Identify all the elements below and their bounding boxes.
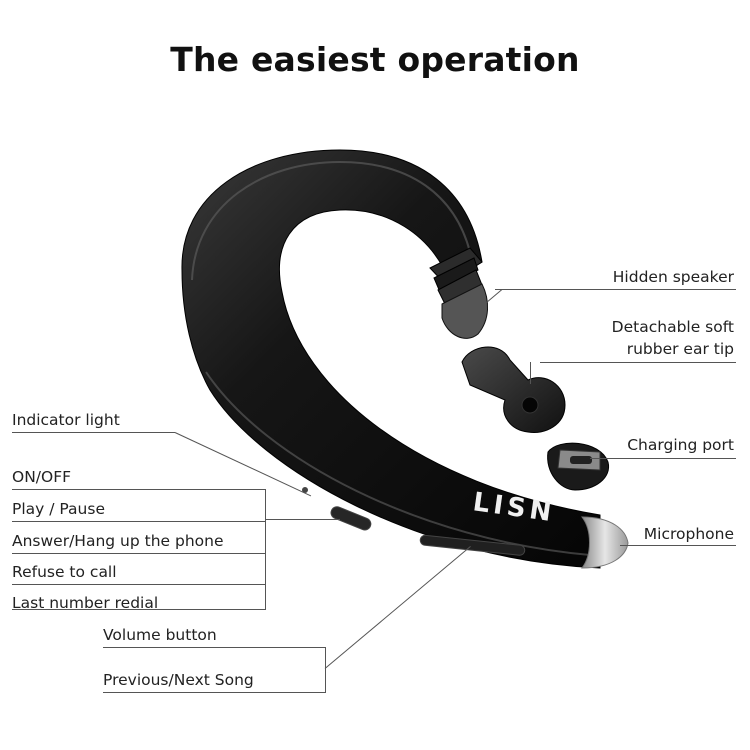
label-charging-port: Charging port [627,436,734,454]
page-title: The easiest operation [170,40,580,79]
label-refuse-call: Refuse to call [12,563,117,581]
label-answer-hang-up: Answer/Hang up the phone [12,532,224,550]
multifunction-button [330,506,372,531]
bracket-volume [325,647,326,693]
ear-tip-hole [521,396,539,414]
leader-on-off [12,489,265,490]
headset-body [181,149,601,569]
label-ear-tip-line1: Detachable soft [611,318,734,336]
label-play-pause: Play / Pause [12,500,105,518]
leader-hidden-speaker [495,289,736,290]
leader-charging-port [590,458,736,459]
leader-microphone [620,545,736,546]
leader-ear-tip [540,362,736,363]
speaker-cap [441,283,488,339]
label-volume-button: Volume button [103,626,217,644]
ear-tip-part [461,346,566,434]
label-on-off: ON/OFF [12,468,72,486]
label-ear-tip-line2: rubber ear tip [626,340,734,358]
label-last-number-redial: Last number redial [12,594,159,612]
volume-button-shape [419,534,526,556]
leader-volume-button [103,647,325,648]
leader-indicator-light [12,432,175,433]
microphone-tip [580,516,629,569]
label-microphone: Microphone [643,525,734,543]
label-previous-next: Previous/Next Song [103,671,254,689]
bracket-multifunction [265,489,266,610]
label-indicator-light: Indicator light [12,411,120,429]
label-hidden-speaker: Hidden speaker [612,268,734,286]
